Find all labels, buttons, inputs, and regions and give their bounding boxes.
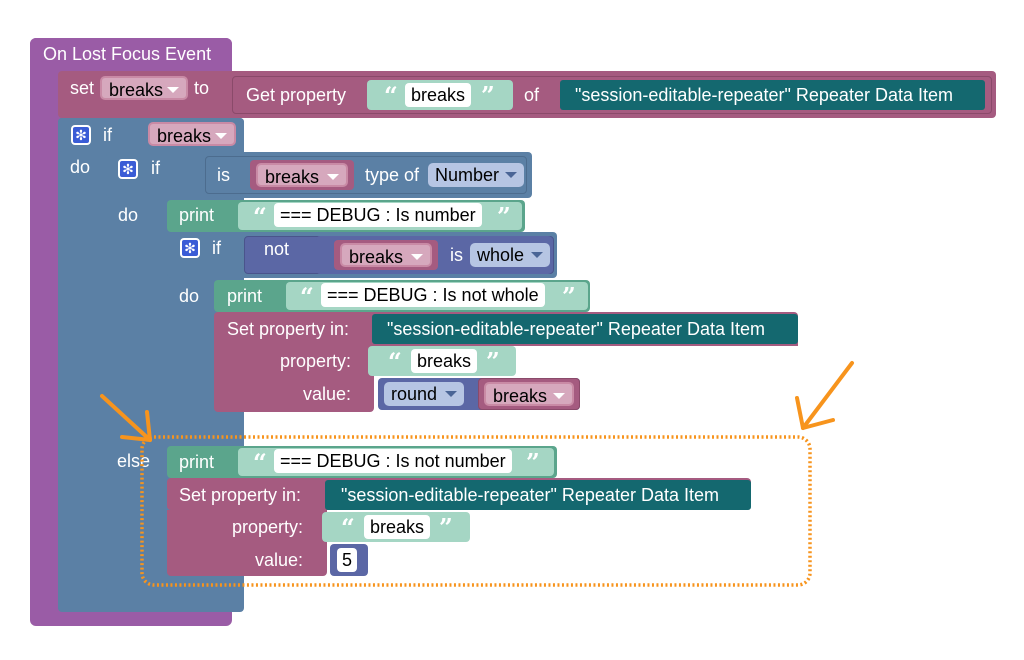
open-quote-icon: “ — [341, 513, 355, 542]
number-field[interactable]: 5 — [337, 548, 358, 572]
chevron-down-icon — [215, 133, 227, 139]
chevron-down-icon — [531, 252, 543, 258]
of-keyword: of — [524, 85, 540, 105]
component-name: "session-editable-repeater" Repeater Dat… — [387, 319, 765, 339]
open-quote-icon: “ — [384, 81, 398, 110]
event-title: On Lost Focus Event — [43, 44, 212, 64]
open-quote-icon: “ — [253, 448, 267, 477]
variable-name: breaks — [109, 80, 164, 100]
property-field[interactable]: breaks — [364, 515, 431, 539]
check-value: whole — [477, 245, 525, 265]
set-property-label: Set property in: — [179, 485, 302, 505]
round-dropdown[interactable]: round — [384, 382, 464, 406]
value-label: value: — [255, 550, 304, 570]
chevron-down-icon — [505, 172, 517, 178]
variable-name: breaks — [349, 247, 404, 267]
debug-text-field[interactable]: === DEBUG : Is not whole — [321, 283, 545, 307]
close-quote-icon: ” — [439, 513, 453, 542]
variable-name: breaks — [157, 126, 212, 146]
chevron-down-icon — [411, 254, 423, 260]
set-property-body — [214, 346, 374, 412]
close-quote-icon: ” — [497, 202, 511, 231]
to-keyword: to — [194, 78, 210, 98]
property-field[interactable]: breaks — [411, 349, 478, 373]
if-keyword: if — [103, 125, 112, 145]
whole-dropdown[interactable]: whole — [470, 243, 550, 267]
gear-icon[interactable]: ✻ — [118, 159, 138, 179]
chevron-down-icon — [327, 174, 339, 180]
chevron-down-icon — [167, 87, 179, 93]
type-dropdown[interactable]: Number — [428, 163, 524, 187]
set-property-label: Set property in: — [227, 319, 350, 339]
highlight-box — [140, 435, 812, 587]
chevron-down-icon — [445, 391, 457, 397]
get-property-label: Get property — [246, 85, 347, 105]
property-label: property: — [232, 517, 304, 537]
print-label: print — [179, 452, 215, 472]
gear-icon[interactable]: ✻ — [180, 238, 200, 258]
property-label: property: — [280, 351, 352, 371]
do-keyword: do — [179, 286, 200, 306]
debug-text-field[interactable]: === DEBUG : Is number — [274, 203, 482, 227]
do-keyword: do — [118, 205, 139, 225]
close-quote-icon: ” — [486, 347, 500, 376]
round-value: round — [391, 384, 438, 404]
is-keyword: is — [217, 165, 230, 185]
variable-dropdown[interactable]: breaks — [100, 76, 188, 100]
debug-text-field[interactable]: === DEBUG : Is not number — [274, 449, 512, 473]
event-header — [30, 38, 232, 70]
open-quote-icon: “ — [388, 347, 402, 376]
component-name: "session-editable-repeater" Repeater Dat… — [575, 85, 953, 105]
arrow-icon — [100, 394, 152, 442]
close-quote-icon: ” — [526, 448, 540, 477]
component-name: "session-editable-repeater" Repeater Dat… — [341, 485, 719, 505]
close-quote-icon: ” — [562, 282, 576, 311]
do-keyword: do — [70, 157, 91, 177]
if-condition-variable[interactable]: breaks — [148, 122, 236, 146]
whole-check-variable[interactable]: breaks — [340, 243, 432, 267]
round-variable[interactable]: breaks — [484, 382, 574, 406]
chevron-down-icon — [553, 393, 565, 399]
open-quote-icon: “ — [300, 282, 314, 311]
type-value: Number — [435, 165, 500, 185]
set-property-body — [167, 510, 327, 576]
variable-name: breaks — [265, 167, 320, 187]
if-keyword: if — [151, 158, 160, 178]
arrow-icon — [795, 361, 854, 430]
not-keyword: not — [264, 239, 290, 259]
print-label: print — [227, 286, 263, 306]
component-block[interactable] — [372, 314, 798, 344]
type-check-variable[interactable]: breaks — [256, 163, 348, 187]
set-keyword: set — [70, 78, 95, 98]
component-block[interactable] — [560, 80, 985, 110]
close-quote-icon: ” — [481, 81, 495, 110]
variable-name: breaks — [493, 386, 548, 406]
type-of-keyword: type of — [365, 165, 420, 185]
gear-icon[interactable]: ✻ — [71, 125, 91, 145]
is-keyword: is — [450, 245, 463, 265]
property-field[interactable]: breaks — [405, 83, 472, 107]
value-label: value: — [303, 384, 352, 404]
open-quote-icon: “ — [253, 202, 267, 231]
component-block[interactable] — [325, 480, 751, 510]
if-keyword: if — [212, 238, 221, 258]
print-label: print — [179, 205, 215, 225]
